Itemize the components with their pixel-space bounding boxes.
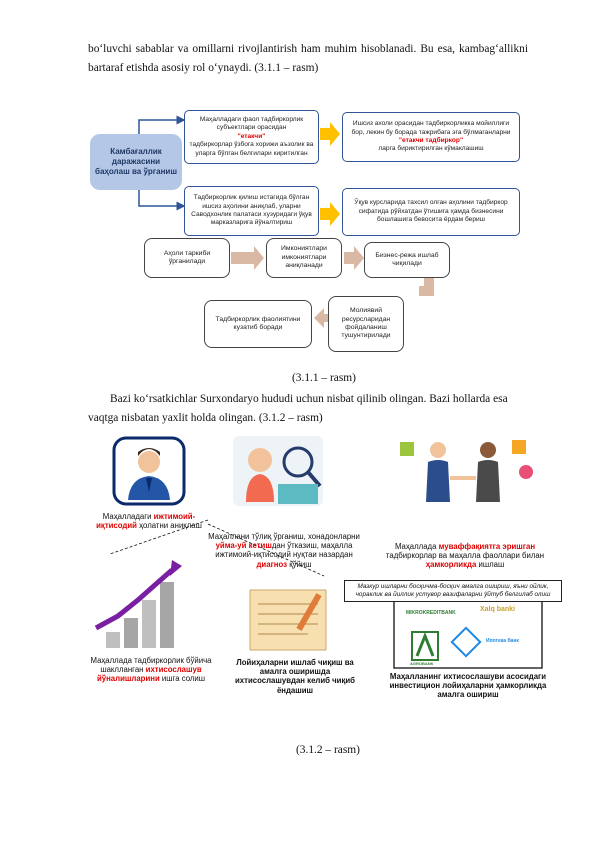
- panel3-text-b: тадбиркорлар ва маҳалла фаоллари билан: [385, 551, 545, 561]
- unemployed-mentoring-box: Ишсиз ахоли орасидан тадбиркорликка мойи…: [342, 112, 520, 162]
- leading-box-highlight: "етакчи": [237, 132, 266, 140]
- panel3-text-c: ишлаш: [476, 560, 505, 570]
- panel3-highlight-2: ҳамкорликда: [425, 560, 477, 570]
- panel2-highlight-2: диагноз: [256, 559, 288, 569]
- growth-chart-icon: [94, 560, 182, 648]
- panel3-text-a: Маҳаллада: [394, 542, 439, 551]
- step-opportunities: Имкониятлари имкониятлари аниқланади: [266, 238, 342, 278]
- intro-paragraph: bo‘luvchi sabablar va omillarni rivojlan…: [88, 43, 528, 74]
- panel1-highlight: ижтимоий-иқтисодий: [96, 512, 196, 531]
- training-centers-box: Тадбиркорлик қилиш истагида бўлган ишсиз…: [184, 186, 319, 236]
- person-frame-icon: [112, 436, 186, 506]
- step-monitoring: Тадбиркорлик фаолиятини кузатиб боради: [204, 300, 312, 348]
- flow-connectors: [138, 115, 434, 328]
- panel2-text-b: дан ўтказиш, маҳалла ижтимоий-иқтисодий …: [215, 541, 353, 560]
- handshake-icon: [400, 440, 533, 502]
- bank-logo-2: Xalq banki: [480, 606, 516, 613]
- mentoring-box-text-1: Ишсиз ахоли орасидан тадбиркорликка мойи…: [351, 120, 511, 136]
- step-financial-resources: Молиявий ресурсларидан фойдаланиш тушунт…: [328, 296, 404, 352]
- research-team-icon: [233, 436, 323, 506]
- panel3-caption: Маҳаллада муваффақиятга эришган тадбирко…: [378, 542, 552, 570]
- registration-help-box: Ўқув курсларида тахсил олган аҳолини тад…: [342, 188, 520, 236]
- bank-logo-4: Ипотека банк: [486, 638, 519, 644]
- infographic-illustrations: [94, 436, 543, 669]
- panel4-text-b: ишга солиш: [159, 674, 206, 684]
- panel1-text-b: ҳолатни аниқлаш: [136, 521, 202, 531]
- panel4-caption: Маҳаллада тадбиркорлик бўйича шаклланган…: [88, 656, 214, 684]
- panel2-highlight-1: уйма-уй кетиш: [215, 541, 272, 551]
- panel5-caption: Лойиҳаларни ишлаб чиқиш ва амалга ошириш…: [235, 658, 355, 695]
- mentoring-box-text-2: ларга бириктирилган кўмаклашиш: [378, 145, 484, 153]
- figure-3-1-2: MIKROKREDITBANK Xalq banki AGROBANK Ипот…: [88, 432, 562, 732]
- panel4-highlight: ихтисослашув йўналишларини: [96, 665, 202, 684]
- figure-1-caption: (3.1.1 – rasm): [292, 372, 356, 384]
- panel1-text-a: Маҳалладаги: [102, 512, 154, 521]
- step-population-study: Аҳоли таркиби ўрганилади: [144, 238, 230, 278]
- notebook-icon: [249, 589, 327, 651]
- figure-3-1-1: Камбағаллик даражасини баҳолаш ва ўргани…: [84, 106, 524, 361]
- panel6-caption: Маҳалланинг ихтисослашуви асосидаги инве…: [389, 672, 547, 700]
- panel2-text-a: Маҳаллани тўлиқ ўрганиш, хонадонларни: [208, 532, 360, 541]
- mentoring-box-highlight: "етакчи тадбиркор": [398, 137, 464, 144]
- panel4-text-a: Маҳаллада тадбиркорлик бўйича шаклланган: [90, 656, 212, 675]
- poverty-assessment-box: Камбағаллик даражасини баҳолаш ва ўргани…: [90, 134, 182, 190]
- leading-box-text-1: Маҳалладаги фаол тадбиркорлик субъектлар…: [199, 115, 304, 132]
- panel3-highlight-1: муваффақиятга эришган: [438, 542, 536, 551]
- leading-box-text-2: тадбиркорлар ўзбога хорижи аъзолик ва ул…: [189, 141, 314, 157]
- step-business-plan: Бизнес-режа ишлаб чиқилади: [364, 242, 450, 278]
- staged-tasks-note: Мазкур ишларни босқичма-босқич амалга ош…: [344, 580, 562, 602]
- panel2-text-c: қўйиш: [287, 559, 312, 569]
- middle-paragraph: Bazi ko‘rsatkichlar Surxondaryo hududi u…: [88, 393, 508, 424]
- panel1-caption: Маҳалладаги ижтимоий-иқтисодий ҳолатни а…: [90, 512, 208, 530]
- leading-entrepreneurs-box: Маҳалладаги фаол тадбиркорлик субъектлар…: [184, 110, 319, 164]
- panel2-caption: Маҳаллани тўлиқ ўрганиш, хонадонларни уй…: [200, 532, 368, 569]
- bank-logo-3: AGROBANK: [410, 661, 434, 666]
- bank-logo-1: MIKROKREDITBANK: [406, 610, 456, 616]
- figure-2-caption: (3.1.2 – rasm): [296, 744, 360, 756]
